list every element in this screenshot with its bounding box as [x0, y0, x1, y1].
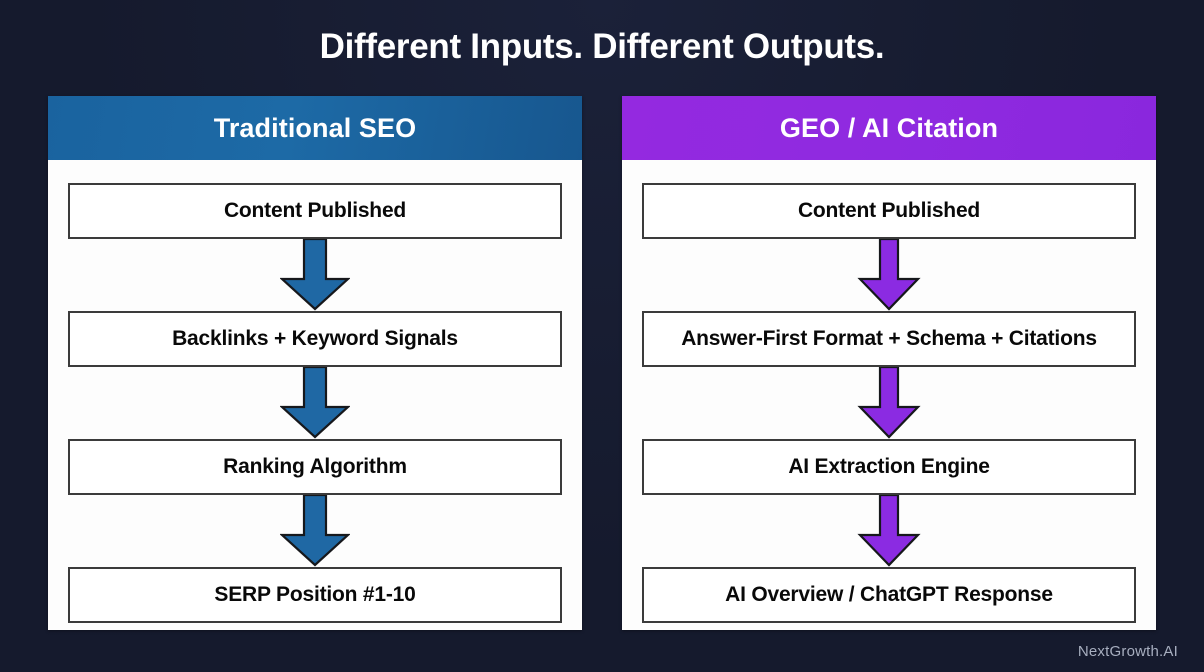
- down-arrow-icon: [857, 495, 921, 567]
- panel-header-geo-ai-citation: GEO / AI Citation: [622, 96, 1156, 160]
- flow-step-box: AI Extraction Engine: [642, 439, 1136, 495]
- flow-step-box: Backlinks + Keyword Signals: [68, 311, 562, 367]
- page-title: Different Inputs. Different Outputs.: [319, 27, 885, 66]
- flow-arrow-slot: [854, 495, 924, 567]
- flow-step-box: SERP Position #1-10: [68, 567, 562, 623]
- down-arrow-icon: [857, 367, 921, 439]
- flow-step-box: Ranking Algorithm: [68, 439, 562, 495]
- flow-traditional-seo: Content Published Backlinks + Keyword Si…: [48, 160, 582, 645]
- down-arrow-icon: [280, 367, 350, 439]
- flow-step-box: Content Published: [642, 183, 1136, 239]
- panel-header-traditional-seo: Traditional SEO: [48, 96, 582, 160]
- panel-traditional-seo: Traditional SEO Content Published Backli…: [48, 96, 582, 630]
- flow-arrow-slot: [280, 495, 350, 567]
- flow-step-box: Content Published: [68, 183, 562, 239]
- flow-arrow-slot: [854, 367, 924, 439]
- down-arrow-icon: [280, 239, 350, 311]
- down-arrow-icon: [857, 239, 921, 311]
- flow-arrow-slot: [280, 367, 350, 439]
- flow-step-box: AI Overview / ChatGPT Response: [642, 567, 1136, 623]
- flow-arrow-slot: [854, 239, 924, 311]
- comparison-columns: Traditional SEO Content Published Backli…: [48, 96, 1156, 630]
- down-arrow-icon: [280, 495, 350, 567]
- flow-step-box: Answer-First Format + Schema + Citations: [642, 311, 1136, 367]
- brand-watermark: NextGrowth.AI: [1077, 643, 1178, 660]
- flow-arrow-slot: [280, 239, 350, 311]
- panel-geo-ai-citation: GEO / AI Citation Content Published Answ…: [622, 96, 1156, 630]
- flow-geo-ai-citation: Content Published Answer-First Format + …: [622, 160, 1156, 645]
